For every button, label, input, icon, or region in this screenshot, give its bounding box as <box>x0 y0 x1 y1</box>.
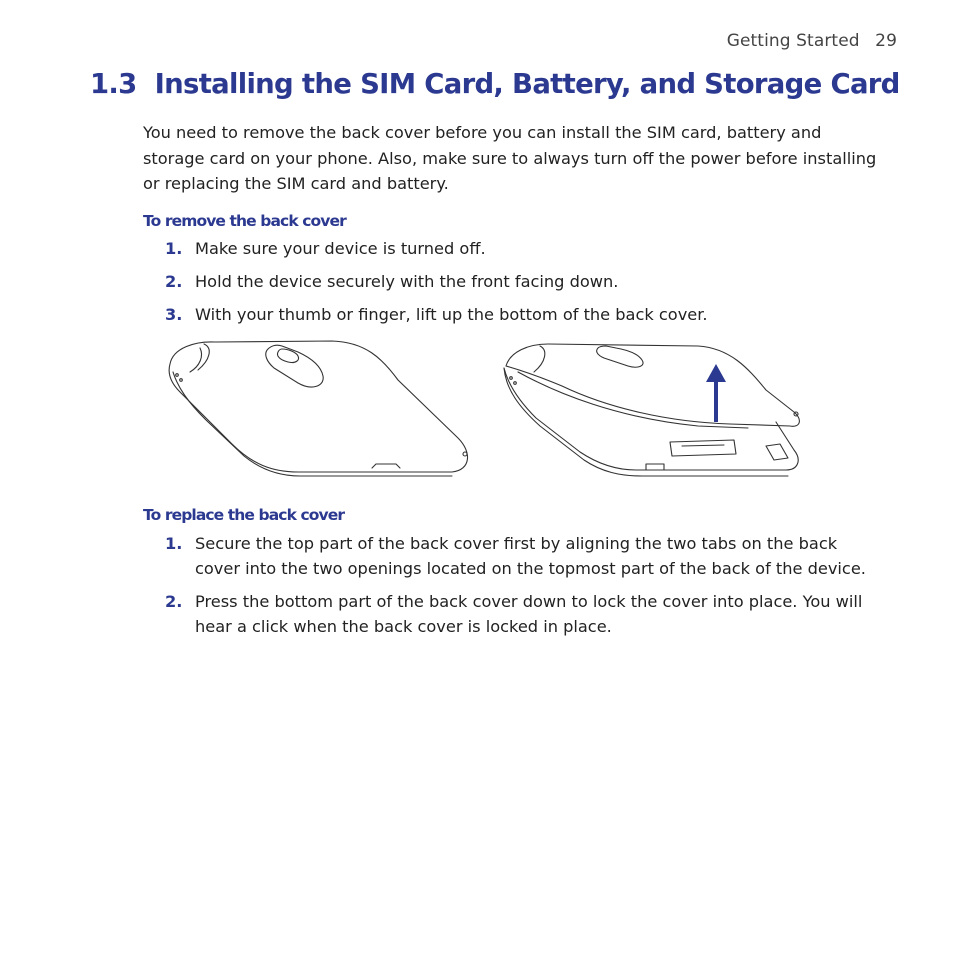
running-header: Getting Started 29 <box>727 31 897 51</box>
device-body-outline <box>503 367 799 471</box>
running-header-section: Getting Started <box>726 31 860 51</box>
screw-dot <box>793 411 799 417</box>
step-text: Press the bottom part of the back cover … <box>195 592 863 636</box>
top-hinge-inner <box>189 347 203 373</box>
step-number: 2. <box>165 592 183 611</box>
page-number: 29 <box>875 31 897 51</box>
device-side-edge <box>172 371 453 477</box>
step-text: Hold the device securely with the front … <box>195 272 619 291</box>
camera-housing <box>265 344 324 388</box>
camera-housing <box>596 345 644 368</box>
remove-cover-steps: 1. Make sure your device is turned off. … <box>143 236 883 327</box>
top-hinge <box>197 343 210 371</box>
step-number: 1. <box>165 239 183 258</box>
replace-step-1: 1. Secure the top part of the back cover… <box>143 531 883 581</box>
hinge-dot <box>509 376 513 380</box>
lift-arrow-icon <box>706 364 726 422</box>
corner-latch <box>765 443 789 461</box>
device-outline <box>168 340 468 473</box>
back-cover-closed-illustration <box>168 340 468 477</box>
hinge-dot <box>513 381 517 385</box>
camera-lens <box>276 348 300 364</box>
cover-inner-edge <box>517 371 749 429</box>
back-cover-lift-illustration <box>503 343 800 477</box>
lifted-cover-outline <box>505 343 800 427</box>
replace-step-2: 2. Press the bottom part of the back cov… <box>143 589 883 639</box>
replace-cover-steps: 1. Secure the top part of the back cover… <box>143 531 883 639</box>
step-text: With your thumb or finger, lift up the b… <box>195 305 708 324</box>
section-number: 1.3 <box>90 68 137 100</box>
step-text: Secure the top part of the back cover fi… <box>195 534 866 578</box>
bottom-notch <box>645 463 665 471</box>
remove-step-2: 2. Hold the device securely with the fro… <box>143 269 883 294</box>
hinge-dot <box>179 378 183 382</box>
remove-step-1: 1. Make sure your device is turned off. <box>143 236 883 261</box>
device-side-edge <box>503 367 789 477</box>
step-number: 3. <box>165 305 183 324</box>
bottom-notch <box>371 463 401 469</box>
step-number: 1. <box>165 534 183 553</box>
replace-cover-heading: To replace the back cover <box>143 506 345 524</box>
remove-step-3: 3. With your thumb or finger, lift up th… <box>143 302 883 327</box>
step-number: 2. <box>165 272 183 291</box>
section-title: 1.3 Installing the SIM Card, Battery, and… <box>90 68 900 100</box>
intro-paragraph: You need to remove the back cover before… <box>143 123 877 193</box>
screw-dot <box>462 451 468 457</box>
section-title-text: Installing the SIM Card, Battery, and St… <box>154 68 901 100</box>
step-text: Make sure your device is turned off. <box>195 239 486 258</box>
top-hinge <box>533 345 546 373</box>
remove-cover-heading: To remove the back cover <box>143 212 347 230</box>
battery-slot-inner <box>681 444 725 447</box>
hinge-dot <box>175 373 179 377</box>
battery-slot <box>669 439 737 457</box>
